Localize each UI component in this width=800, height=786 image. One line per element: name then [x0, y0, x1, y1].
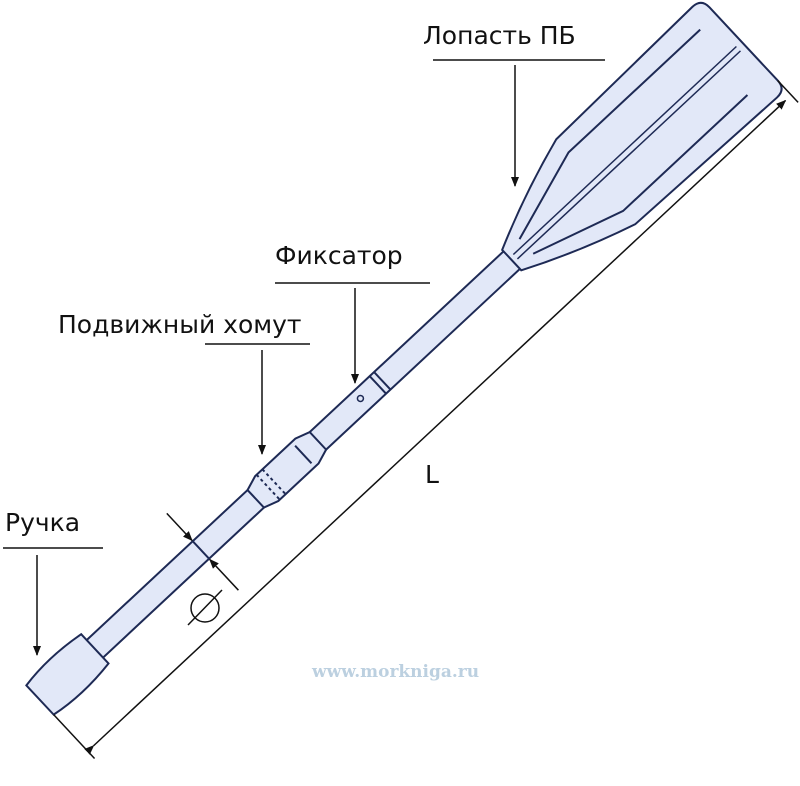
- handle-label: Ручка: [5, 508, 80, 537]
- length-dimension-line: [84, 99, 787, 755]
- blade-label: Лопасть ПБ: [423, 21, 576, 50]
- movable-collar: [246, 430, 328, 509]
- watermark: www.morkniga.ru: [311, 662, 479, 682]
- diameter-symbol: [187, 589, 223, 626]
- oar: [25, 1, 799, 760]
- latch-label: Фиксатор: [275, 241, 403, 270]
- length-label: L: [425, 460, 439, 489]
- collar-label: Подвижный хомут: [58, 310, 301, 339]
